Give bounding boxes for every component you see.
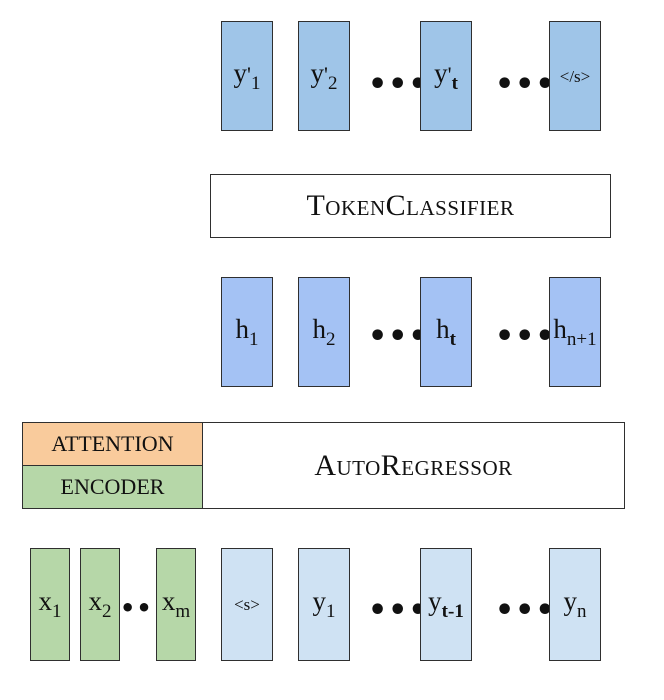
- hidden-state-ht: ht: [420, 277, 472, 387]
- ellipsis: •••: [368, 319, 429, 354]
- ellipsis: •••: [368, 593, 429, 628]
- encoder-block: ENCODER: [22, 465, 203, 509]
- hidden-state-hn1: hn+1: [549, 277, 601, 387]
- encoder-token-label: x2: [88, 586, 112, 622]
- output-token-y1: y'1: [221, 21, 273, 131]
- encoder-token-label: xm: [161, 586, 191, 622]
- autoregressor-label: AutoRegressor: [314, 448, 513, 482]
- ellipsis: •••: [495, 319, 556, 354]
- output-token-label: </s>: [559, 66, 591, 86]
- encoder-token-x1: x1: [30, 548, 70, 661]
- hidden-state-label: h2: [312, 313, 336, 350]
- decoder-input-label: yn: [563, 586, 587, 622]
- output-token-eos: </s>: [549, 21, 601, 131]
- attention-block: ATTENTION: [22, 422, 203, 466]
- output-token-label: y't: [434, 57, 458, 94]
- output-token-yt: y't: [420, 21, 472, 131]
- decoder-input-yn: yn: [549, 548, 601, 661]
- token-classifier-label: TokenClassifier: [306, 189, 515, 222]
- ellipsis: •••: [495, 593, 556, 628]
- output-token-y2: y'2: [298, 21, 350, 131]
- encoder-label: ENCODER: [60, 474, 165, 499]
- output-token-label: y'1: [233, 57, 261, 94]
- autoregressor-block: AutoRegressor: [202, 422, 625, 509]
- hidden-state-h2: h2: [298, 277, 350, 387]
- encoder-token-xm: xm: [156, 548, 196, 661]
- decoder-input-y1: y1: [298, 548, 350, 661]
- output-token-label: y'2: [310, 57, 338, 94]
- encoder-token-label: x1: [38, 586, 62, 622]
- hidden-state-label: h1: [235, 313, 259, 350]
- decoder-input-label: y1: [312, 586, 336, 622]
- ellipsis: •••: [495, 67, 556, 102]
- hidden-state-label: hn+1: [553, 313, 597, 350]
- decoder-input-yt-1: yt-1: [420, 548, 472, 661]
- hidden-state-h1: h1: [221, 277, 273, 387]
- encoder-token-x2: x2: [80, 548, 120, 661]
- hidden-state-label: ht: [436, 313, 456, 350]
- decoder-input-label: <s>: [234, 595, 260, 614]
- token-classifier-block: TokenClassifier: [210, 174, 611, 238]
- ellipsis: •••: [368, 67, 429, 102]
- decoder-input-bos: <s>: [221, 548, 273, 661]
- decoder-input-label: yt-1: [428, 586, 464, 622]
- attention-label: ATTENTION: [51, 431, 174, 456]
